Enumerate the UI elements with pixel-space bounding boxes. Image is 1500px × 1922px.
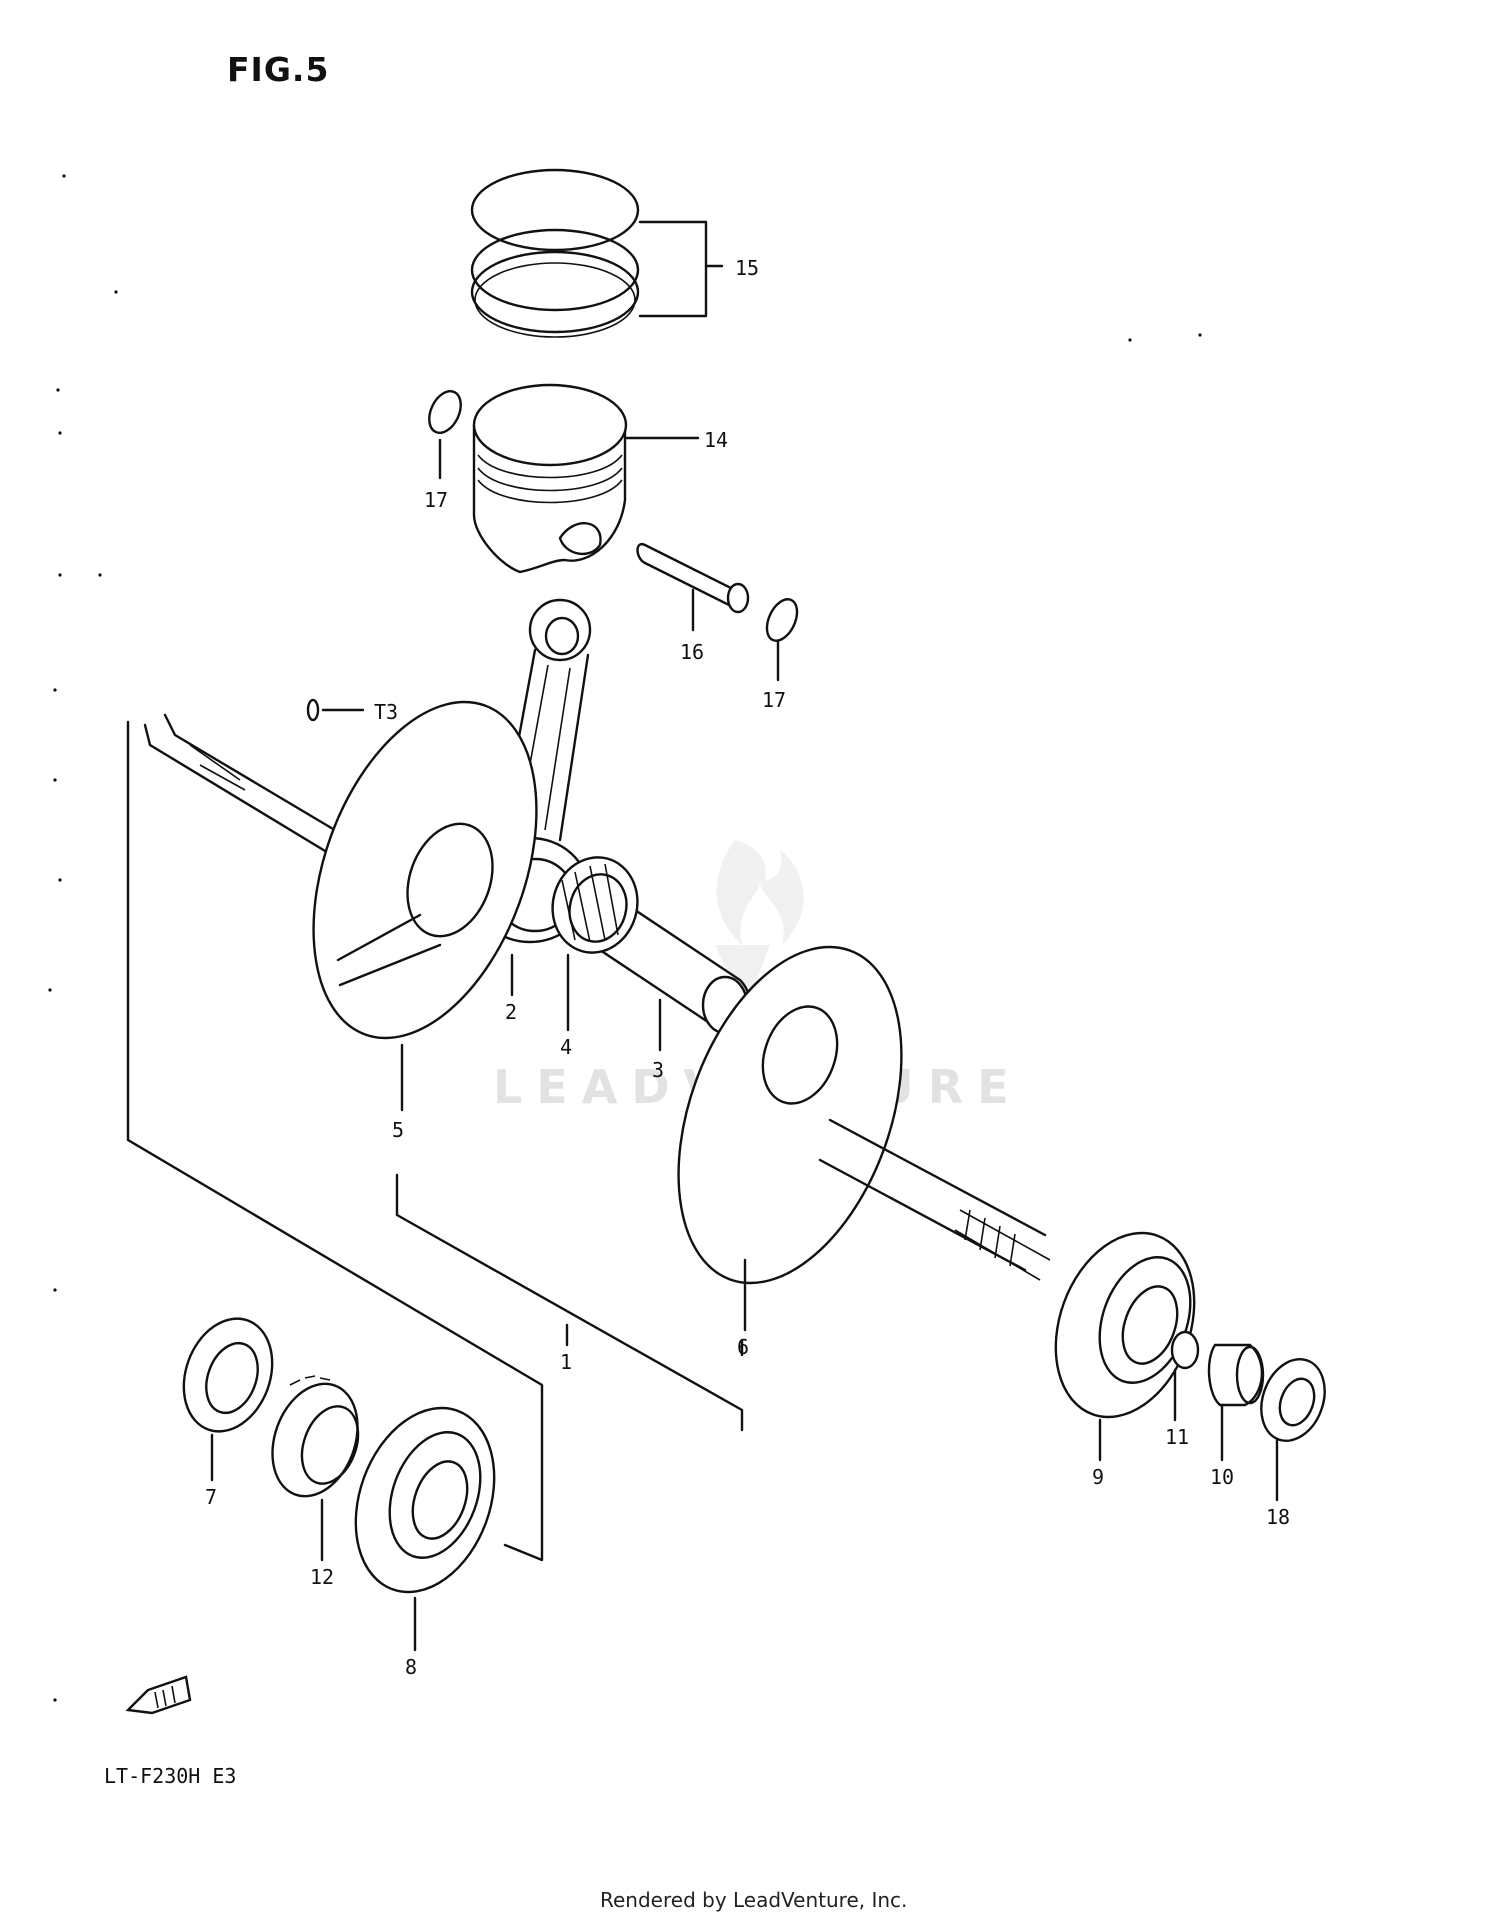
callout-2: 2 xyxy=(505,1000,518,1024)
collar-10 xyxy=(1207,1343,1265,1462)
callout-5: 5 xyxy=(392,1118,405,1142)
figure-title: FIG.5 xyxy=(227,50,330,89)
leader-15 xyxy=(638,220,724,318)
piston-rings xyxy=(470,168,640,338)
callout-16: 16 xyxy=(680,640,705,664)
piston xyxy=(472,383,700,574)
callout-13: T3 xyxy=(374,700,399,724)
oil-seal-18 xyxy=(1260,1358,1326,1502)
oil-seal-12 xyxy=(271,1375,360,1562)
callout-10: 10 xyxy=(1210,1465,1235,1489)
callout-7: 7 xyxy=(205,1485,218,1509)
callout-17-right: 17 xyxy=(762,688,787,712)
bearing-8 xyxy=(354,1406,496,1652)
fwd-arrow-icon xyxy=(125,1675,192,1715)
model-code: LT-F230H E3 xyxy=(104,1764,237,1788)
callout-8: 8 xyxy=(405,1655,418,1679)
callout-4: 4 xyxy=(560,1035,573,1059)
crank-half-right xyxy=(677,945,1051,1332)
needle-bearing xyxy=(551,856,639,1032)
callout-6: 6 xyxy=(737,1335,750,1359)
callout-11: 11 xyxy=(1165,1425,1190,1449)
callout-9: 9 xyxy=(1092,1465,1105,1489)
circlip-right xyxy=(765,598,799,682)
bearing-9 xyxy=(1054,1231,1196,1462)
callout-12: 12 xyxy=(310,1565,335,1589)
callout-1: 1 xyxy=(560,1350,573,1374)
bearing-7 xyxy=(182,1317,274,1482)
piston-pin xyxy=(636,542,750,632)
crank-half-left xyxy=(143,700,538,1040)
spacer-11 xyxy=(1170,1330,1200,1422)
footer-credit: Rendered by LeadVenture, Inc. xyxy=(600,1888,908,1912)
woodruff-key xyxy=(306,698,365,722)
watermark-logo xyxy=(715,840,804,1010)
scan-marks xyxy=(48,174,1202,1702)
callout-17-left: 17 xyxy=(424,488,449,512)
callout-14: 14 xyxy=(704,428,729,452)
assembly-bracket xyxy=(126,720,744,1562)
callout-18: 18 xyxy=(1266,1505,1291,1529)
callout-3: 3 xyxy=(652,1058,665,1082)
callout-15: 15 xyxy=(735,256,760,280)
circlip-left xyxy=(428,390,462,480)
